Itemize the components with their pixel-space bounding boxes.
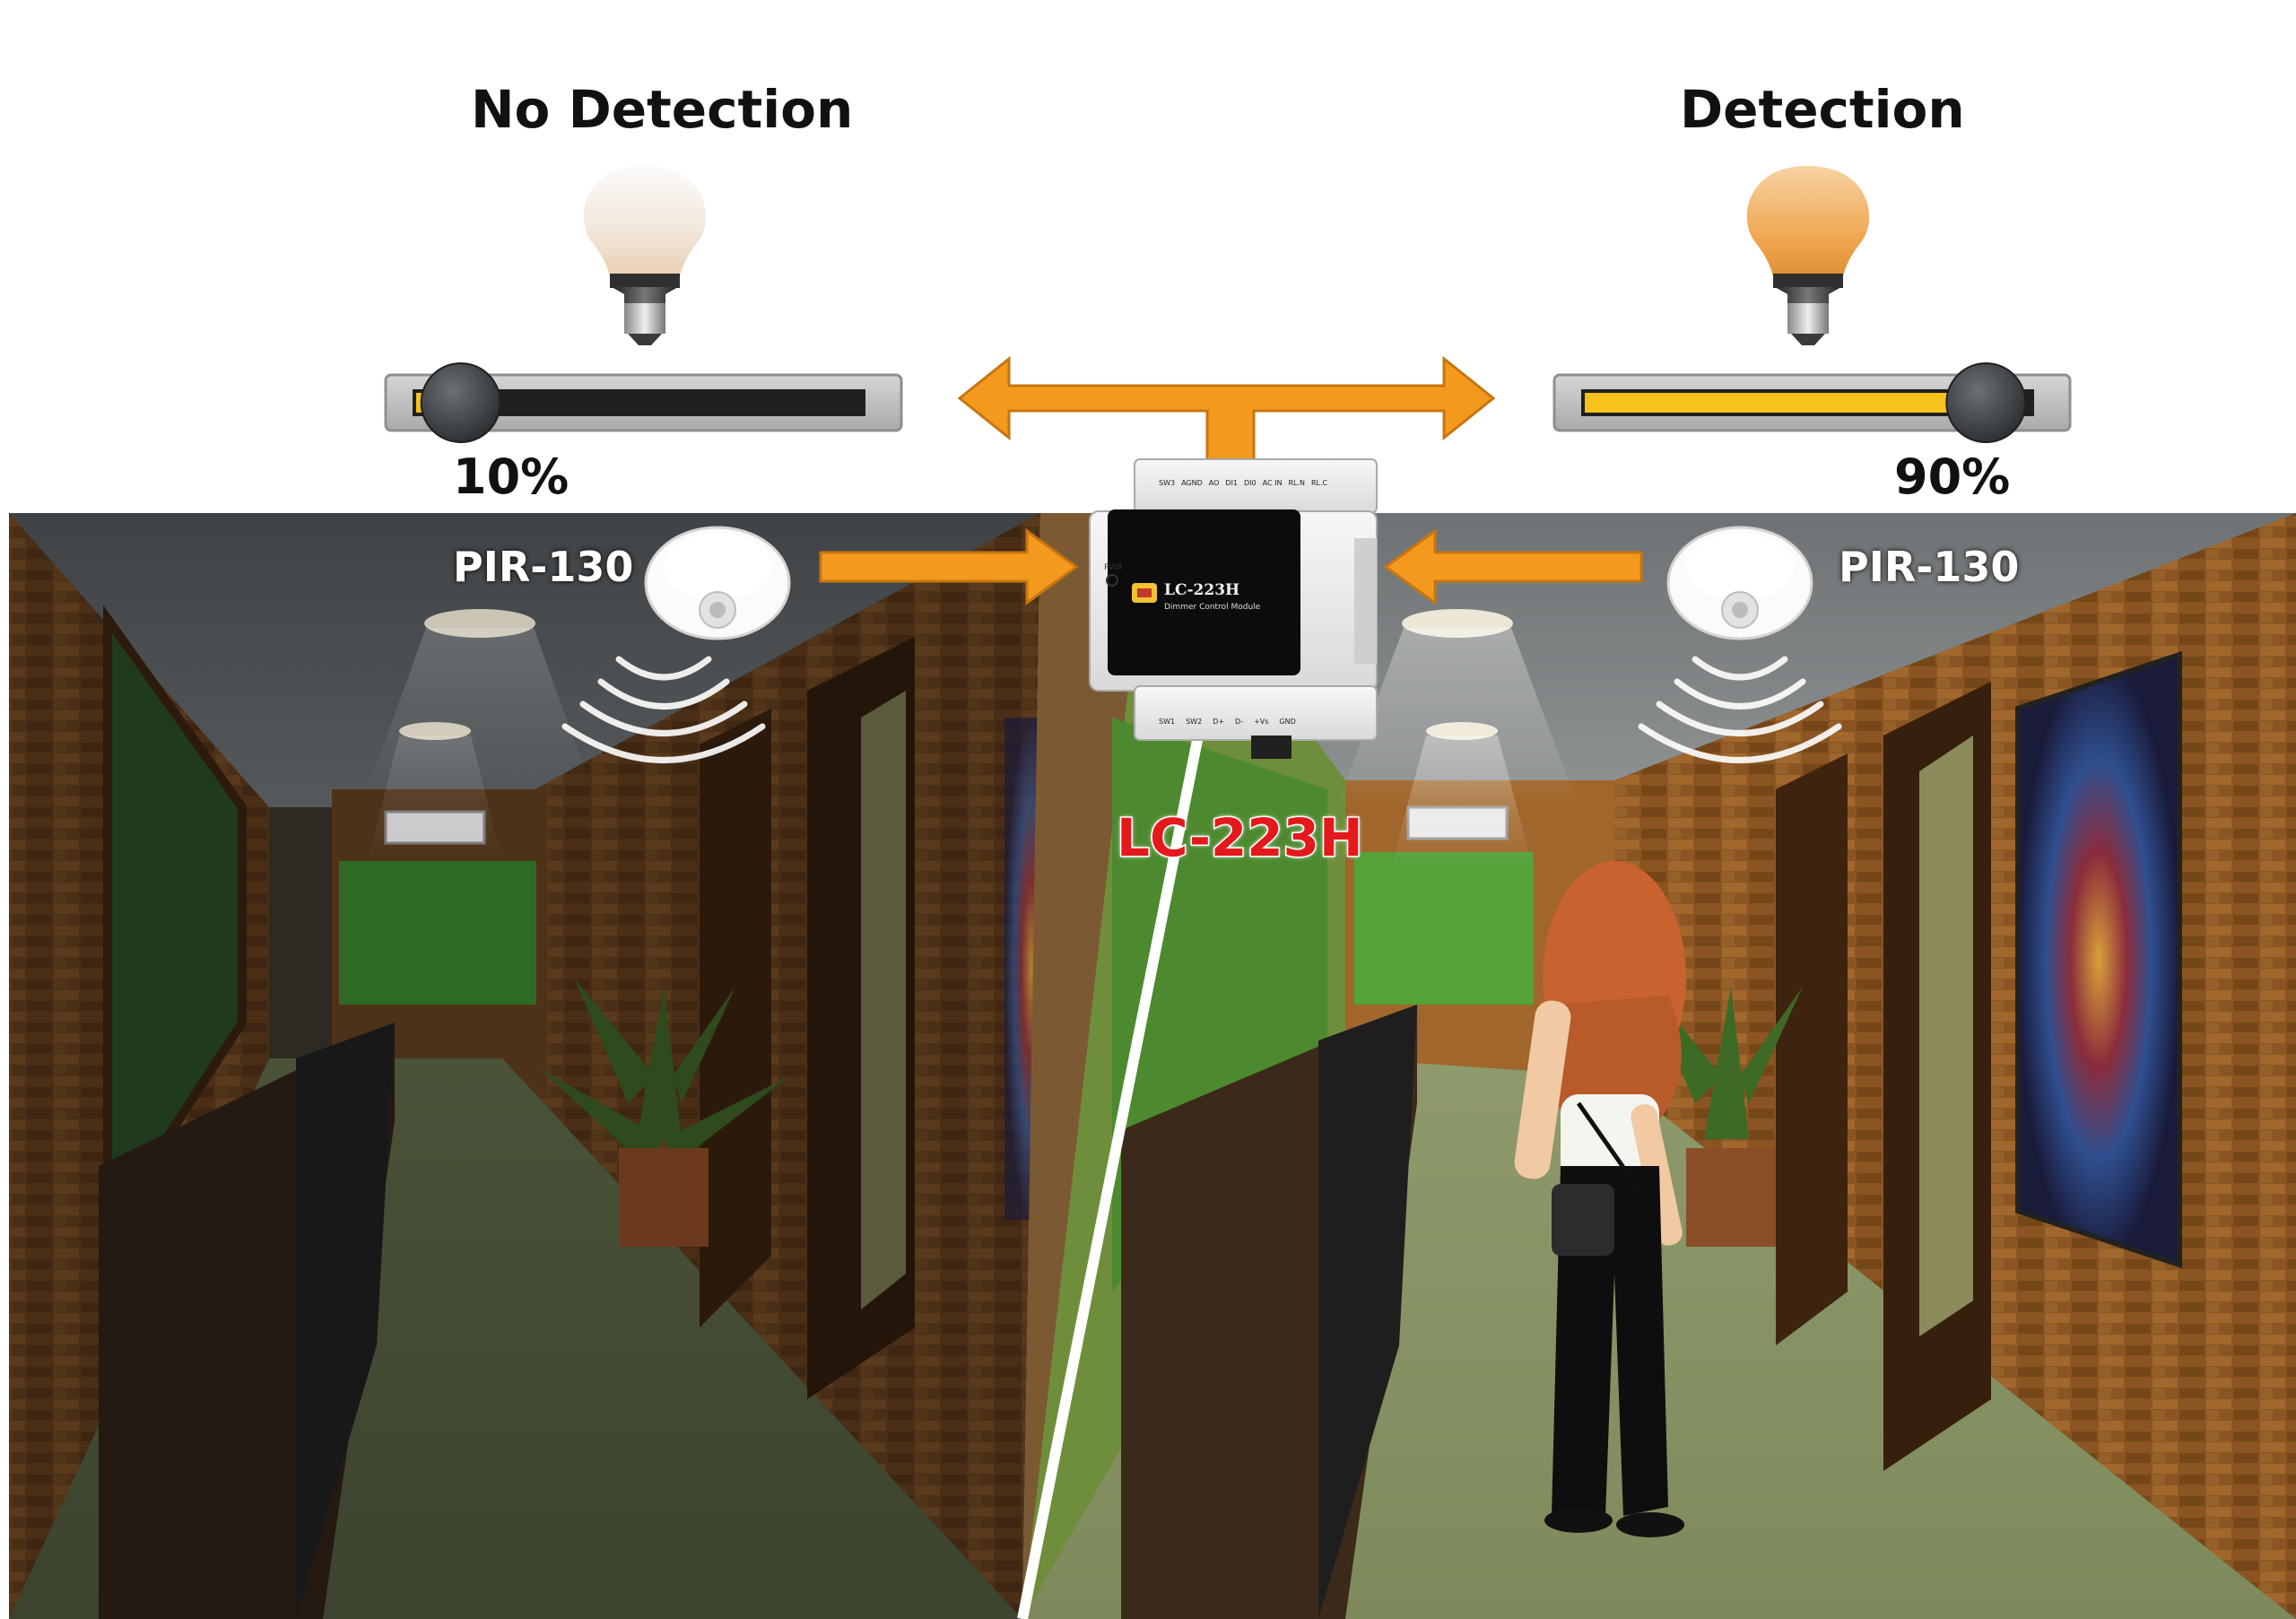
terminal-label: AC IN (1262, 479, 1283, 487)
module-face-subtitle: Dimmer Control Module (1164, 603, 1261, 612)
dimmer-slider-left (384, 362, 903, 443)
module-title: LC-223H (1116, 806, 1365, 870)
left-corridor (9, 513, 1058, 1619)
slider-knob-icon (420, 362, 501, 443)
power-indicator-label: PWR (1104, 563, 1123, 572)
no-detection-heading: No Detection (471, 79, 854, 140)
module-face-name: LC-223H (1164, 581, 1240, 599)
terminal-label: RL.N (1288, 479, 1305, 487)
terminal-label: AO (1208, 479, 1220, 487)
terminal-label: SW3 (1159, 479, 1176, 487)
terminal-label: AGND (1181, 479, 1203, 487)
slider-knob-icon (1945, 362, 2027, 443)
light-bulb-icon (583, 166, 707, 345)
dim-level-left-label: 10% (453, 448, 570, 505)
right-corridor (1022, 513, 2296, 1619)
terminal-label: +Vs (1254, 718, 1269, 726)
detection-heading: Detection (1680, 79, 1965, 140)
terminal-label: SW1 (1159, 718, 1176, 726)
lc-223h-module (1089, 458, 1378, 759)
motion-sensor-icon (644, 526, 791, 640)
arrow-icon (957, 355, 1496, 468)
arrow-icon (1383, 528, 1643, 605)
power-indicator-icon (1106, 574, 1118, 587)
module-bottom-terminal-labels: SW1 SW2 D+ D- +Vs GND (1159, 718, 1296, 726)
motion-sensor-icon (1666, 526, 1813, 640)
terminal-label: RL.C (1310, 479, 1328, 487)
terminal-label: D- (1235, 718, 1244, 726)
terminal-label: GND (1279, 718, 1296, 726)
pir-sensor-right-label: PIR-130 (1839, 543, 2020, 591)
slider-fill (1585, 393, 1987, 413)
arrow-icon (819, 528, 1079, 605)
terminal-label: DI0 (1244, 479, 1257, 487)
terminal-label: SW2 (1186, 718, 1203, 726)
walking-person-figure (1514, 861, 1686, 1537)
module-top-terminal-labels: SW3 AGND AO DI1 DI0 AC IN RL.N RL.C (1159, 479, 1327, 487)
dim-level-right-label: 90% (1894, 448, 2011, 505)
terminal-label: D+ (1213, 718, 1225, 726)
light-bulb-icon (1746, 166, 1870, 345)
dimmer-slider-right (1552, 362, 2072, 443)
pir-sensor-left-label: PIR-130 (453, 543, 634, 591)
terminal-label: DI1 (1225, 479, 1239, 487)
brand-logo (1132, 583, 1157, 603)
